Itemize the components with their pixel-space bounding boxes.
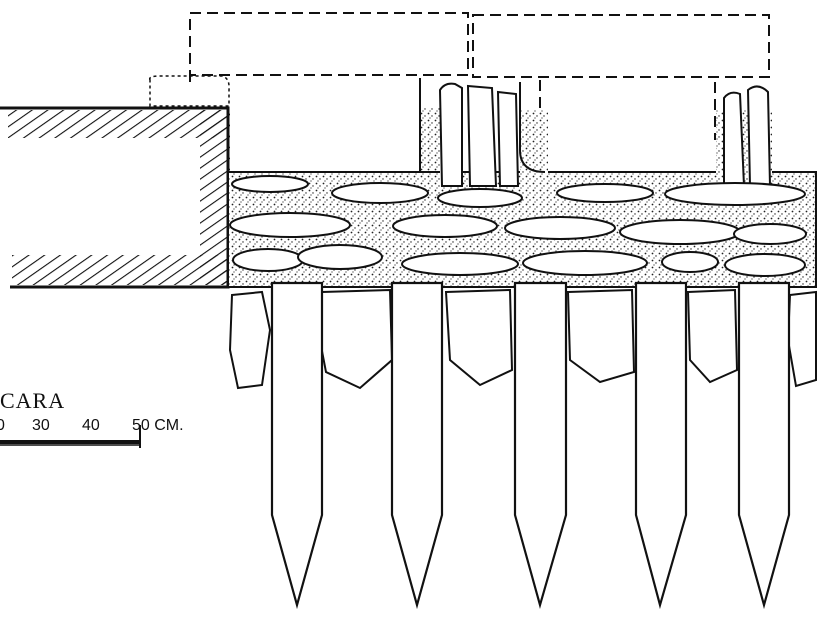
wall-top-hatch — [8, 110, 230, 138]
upright-stone — [438, 82, 463, 187]
flat-stone — [229, 212, 351, 238]
rubble-stone — [786, 290, 817, 388]
rubble-stone — [686, 288, 739, 384]
scale-tick-label: 50 CM. — [132, 417, 184, 434]
wooden-piles — [270, 281, 791, 610]
left-hatched-wall — [0, 106, 230, 289]
dotted-block-outline — [148, 75, 230, 107]
upright-frame-mid — [519, 82, 546, 173]
scale-bar: CARA 0 30 40 50 CM. — [0, 388, 184, 448]
wooden-pile — [270, 281, 324, 610]
foundation-stones — [229, 175, 807, 277]
scale-tick-label: 40 — [82, 417, 100, 434]
flat-stone — [231, 175, 309, 193]
upright-stone — [746, 85, 772, 187]
scale-tick-label: 30 — [32, 417, 50, 434]
rubble-stone — [228, 290, 272, 390]
mortar-upper-mid — [520, 110, 548, 180]
wooden-pile — [390, 281, 444, 610]
flat-stone — [522, 250, 648, 276]
upright-stone — [496, 90, 520, 187]
flat-stone — [437, 188, 523, 208]
scale-tick-label: 0 — [0, 417, 5, 434]
flat-stone — [619, 219, 741, 245]
dashed-block-right — [472, 14, 770, 78]
flat-stone — [232, 248, 304, 272]
upright-frame-left — [419, 82, 440, 173]
flat-stone — [556, 183, 654, 203]
flat-stone — [392, 214, 498, 238]
scale-title: CARA — [0, 388, 65, 413]
flat-stone — [733, 223, 807, 245]
rubble-stone — [444, 288, 514, 387]
dashed-block-left — [189, 12, 469, 76]
wall-bottom-hatch — [12, 255, 230, 285]
upright-stone — [723, 91, 746, 187]
mortar-upper-left — [420, 108, 442, 180]
flat-stone — [297, 244, 383, 270]
flat-stone — [724, 253, 806, 277]
upright-stones — [419, 82, 772, 187]
wooden-pile — [634, 281, 688, 610]
upright-stone — [466, 84, 498, 187]
flat-stone — [401, 252, 519, 276]
flat-stone — [504, 216, 616, 240]
flat-stone — [664, 182, 806, 206]
flat-stone — [661, 251, 719, 273]
flat-stone — [331, 182, 429, 204]
rubble-stone — [316, 288, 394, 390]
wooden-pile — [737, 281, 791, 610]
wooden-pile — [513, 281, 568, 610]
rubble-stone — [566, 288, 636, 384]
